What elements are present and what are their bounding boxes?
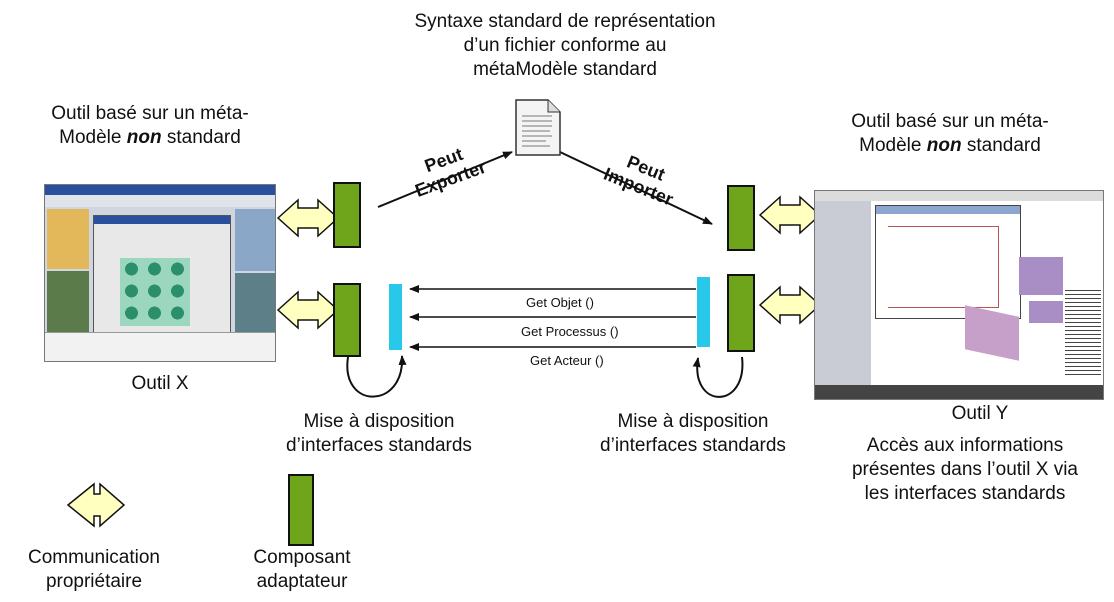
adapter-left-top (333, 182, 361, 248)
tool-x-screenshot (44, 184, 276, 362)
adapter-left-bottom (333, 283, 361, 357)
legend-adapter-swatch (288, 474, 314, 546)
left-loop-arrow (346, 355, 407, 398)
left-tool-caption: Outil basé sur un méta- Modèle non stand… (51, 103, 249, 148)
proprietary-arrow-left-bottom (276, 290, 340, 330)
right-interfaces-caption: Mise à disposition d’interfaces standard… (600, 411, 786, 456)
right-tool-caption: Outil basé sur un méta- Modèle non stand… (851, 111, 1049, 156)
import-arrow (559, 151, 713, 225)
export-arrow (377, 151, 513, 208)
legend-proprietary-label: Communication propriétaire (28, 547, 160, 592)
left-interfaces-caption: Mise à disposition d’interfaces standard… (286, 411, 472, 456)
document-icon (515, 99, 561, 156)
tool-y-screenshot (814, 190, 1104, 400)
tool-y-label: Outil Y (951, 403, 1009, 424)
call-label-processus: Get Processus () (521, 324, 619, 339)
legend-adapter-label: Composant adaptateur (253, 547, 351, 592)
interface-bar-right (697, 277, 710, 347)
proprietary-arrow-right-bottom (758, 285, 822, 325)
legend-proprietary-arrow (66, 482, 126, 528)
right-loop-arrow (692, 356, 744, 398)
standard-syntax-caption: Syntaxe standard de représentation d’un … (414, 11, 716, 80)
proprietary-arrow-right-top (758, 195, 822, 235)
proprietary-arrow-left-top (276, 198, 340, 238)
interface-bar-left (389, 284, 402, 350)
tool-x-label: Outil X (131, 373, 189, 394)
access-note: Accès aux informations présentes dans l’… (851, 435, 1078, 504)
adapter-right-top (727, 185, 755, 251)
call-label-acteur: Get Acteur () (530, 353, 604, 368)
call-label-objet: Get Objet () (526, 295, 594, 310)
adapter-right-bottom (727, 274, 755, 352)
